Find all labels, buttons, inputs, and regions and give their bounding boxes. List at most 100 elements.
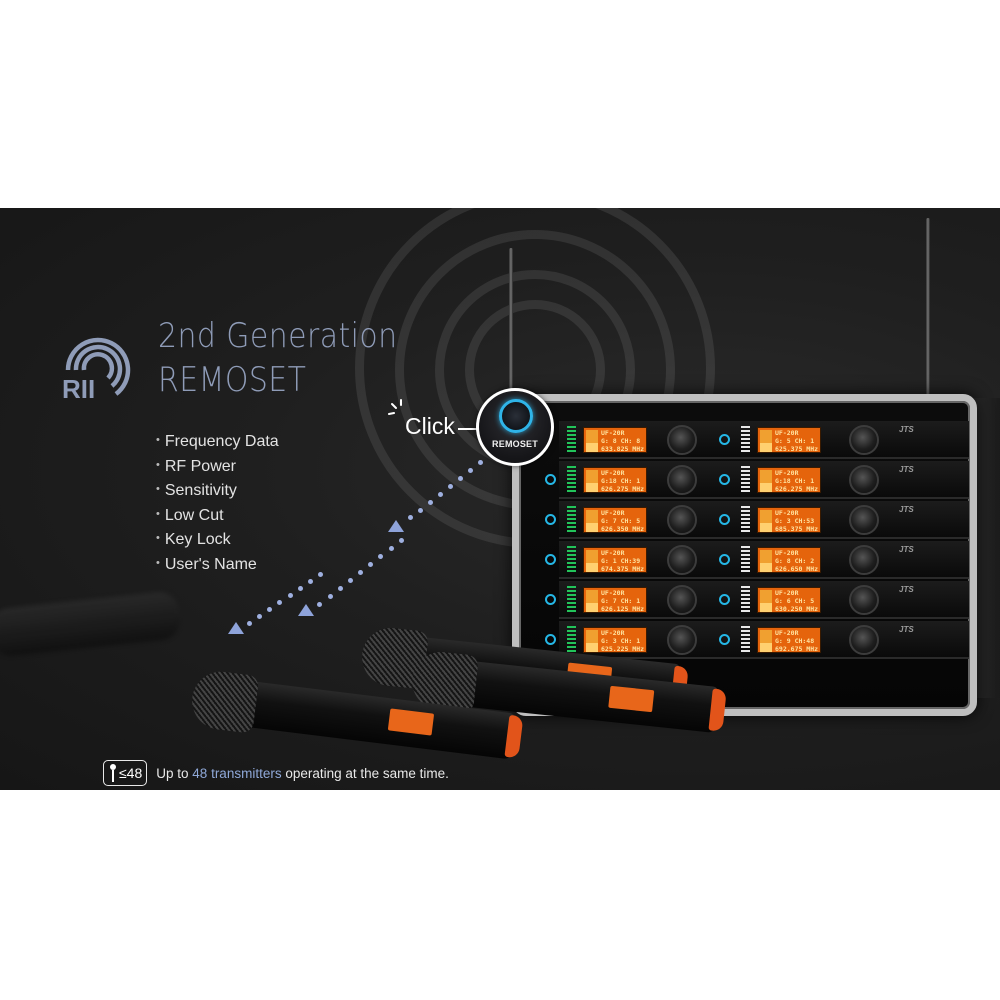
click-label: Click (405, 413, 455, 439)
antenna-left (509, 248, 513, 398)
volume-knob[interactable] (667, 425, 697, 455)
microphone-blurred (0, 590, 182, 658)
brand-label: JTS (899, 425, 914, 434)
remoset-sync-icon[interactable] (719, 434, 730, 445)
remoset-sync-icon[interactable] (719, 514, 730, 525)
level-meter (741, 426, 750, 454)
page-title: 2nd Generation REMOSET (158, 314, 398, 402)
brand-label: JTS (899, 505, 914, 514)
feature-list: •Frequency Data •RF Power •Sensitivity •… (156, 430, 279, 578)
feature-item: •User's Name (156, 553, 279, 578)
level-meter (567, 626, 576, 654)
feature-item: •Key Lock (156, 528, 279, 553)
remoset-sync-icon[interactable] (719, 554, 730, 565)
badge-text: ≤48 (119, 765, 143, 781)
remoset-sync-icon[interactable] (545, 554, 556, 565)
remoset-sync-icon[interactable] (545, 514, 556, 525)
svg-text:RII: RII (62, 374, 95, 400)
mic-grille (188, 668, 260, 734)
title-line-generation: 2nd Generation (158, 316, 398, 356)
level-meter (567, 426, 576, 454)
bullet-icon: • (156, 556, 160, 569)
antenna-right (926, 218, 930, 458)
product-banner: RII 2nd Generation REMOSET •Frequency Da… (0, 208, 1000, 790)
triangle-arrow-icon (388, 520, 404, 532)
triangle-arrow-icon (228, 622, 244, 634)
triangle-arrow-icon (298, 604, 314, 616)
brand-label: JTS (899, 545, 914, 554)
brand-label: JTS (899, 585, 914, 594)
volume-knob[interactable] (667, 625, 697, 655)
level-meter (741, 466, 750, 494)
mic-end-cap (504, 714, 524, 759)
feature-item: •Low Cut (156, 504, 279, 529)
level-meter (567, 546, 576, 574)
remoset-sync-icon[interactable] (719, 634, 730, 645)
remoset-sync-icon[interactable] (719, 474, 730, 485)
bullet-icon: • (156, 483, 160, 496)
volume-knob[interactable] (849, 505, 879, 535)
volume-knob[interactable] (849, 425, 879, 455)
remoset-rii-logo-icon: RII (62, 337, 131, 400)
remoset-sync-icon[interactable] (545, 594, 556, 605)
transmitter-limit-badge: ≤48 (103, 760, 148, 786)
volume-knob[interactable] (667, 585, 697, 615)
remoset-sync-icon[interactable] (545, 634, 556, 645)
level-meter (567, 586, 576, 614)
remoset-button[interactable]: REMOSET (476, 388, 554, 466)
volume-knob[interactable] (849, 545, 879, 575)
feature-item: •RF Power (156, 455, 279, 480)
volume-knob[interactable] (667, 465, 697, 495)
mic-end-cap (708, 688, 727, 732)
level-meter (567, 506, 576, 534)
volume-knob[interactable] (667, 505, 697, 535)
remoset-sync-icon[interactable] (719, 594, 730, 605)
level-meter (741, 546, 750, 574)
capacity-note: ≤48 Up to 48 transmitters operating at t… (103, 760, 449, 786)
brand-label: JTS (899, 625, 914, 634)
bullet-icon: • (156, 532, 160, 545)
mic-display-window (608, 685, 655, 713)
callout-connector (458, 428, 478, 430)
level-meter (741, 626, 750, 654)
volume-knob[interactable] (849, 465, 879, 495)
level-meter (741, 506, 750, 534)
volume-knob[interactable] (667, 545, 697, 575)
level-meter (567, 466, 576, 494)
mic-display-window (387, 708, 435, 736)
volume-knob[interactable] (849, 585, 879, 615)
highlight-text: 48 transmitters (192, 765, 282, 781)
remoset-knob-icon (499, 399, 533, 433)
feature-item: •Frequency Data (156, 430, 279, 455)
brand-label: JTS (899, 465, 914, 474)
feature-item: •Sensitivity (156, 479, 279, 504)
level-meter (741, 586, 750, 614)
click-spark-icon (388, 399, 402, 415)
bullet-icon: • (156, 434, 160, 446)
remoset-sync-icon[interactable] (545, 474, 556, 485)
capacity-text: Up to 48 transmitters operating at the s… (156, 765, 449, 781)
volume-knob[interactable] (849, 625, 879, 655)
title-line-remoset: REMOSET (158, 360, 307, 400)
bullet-icon: • (156, 507, 160, 520)
bullet-icon: • (156, 458, 160, 471)
